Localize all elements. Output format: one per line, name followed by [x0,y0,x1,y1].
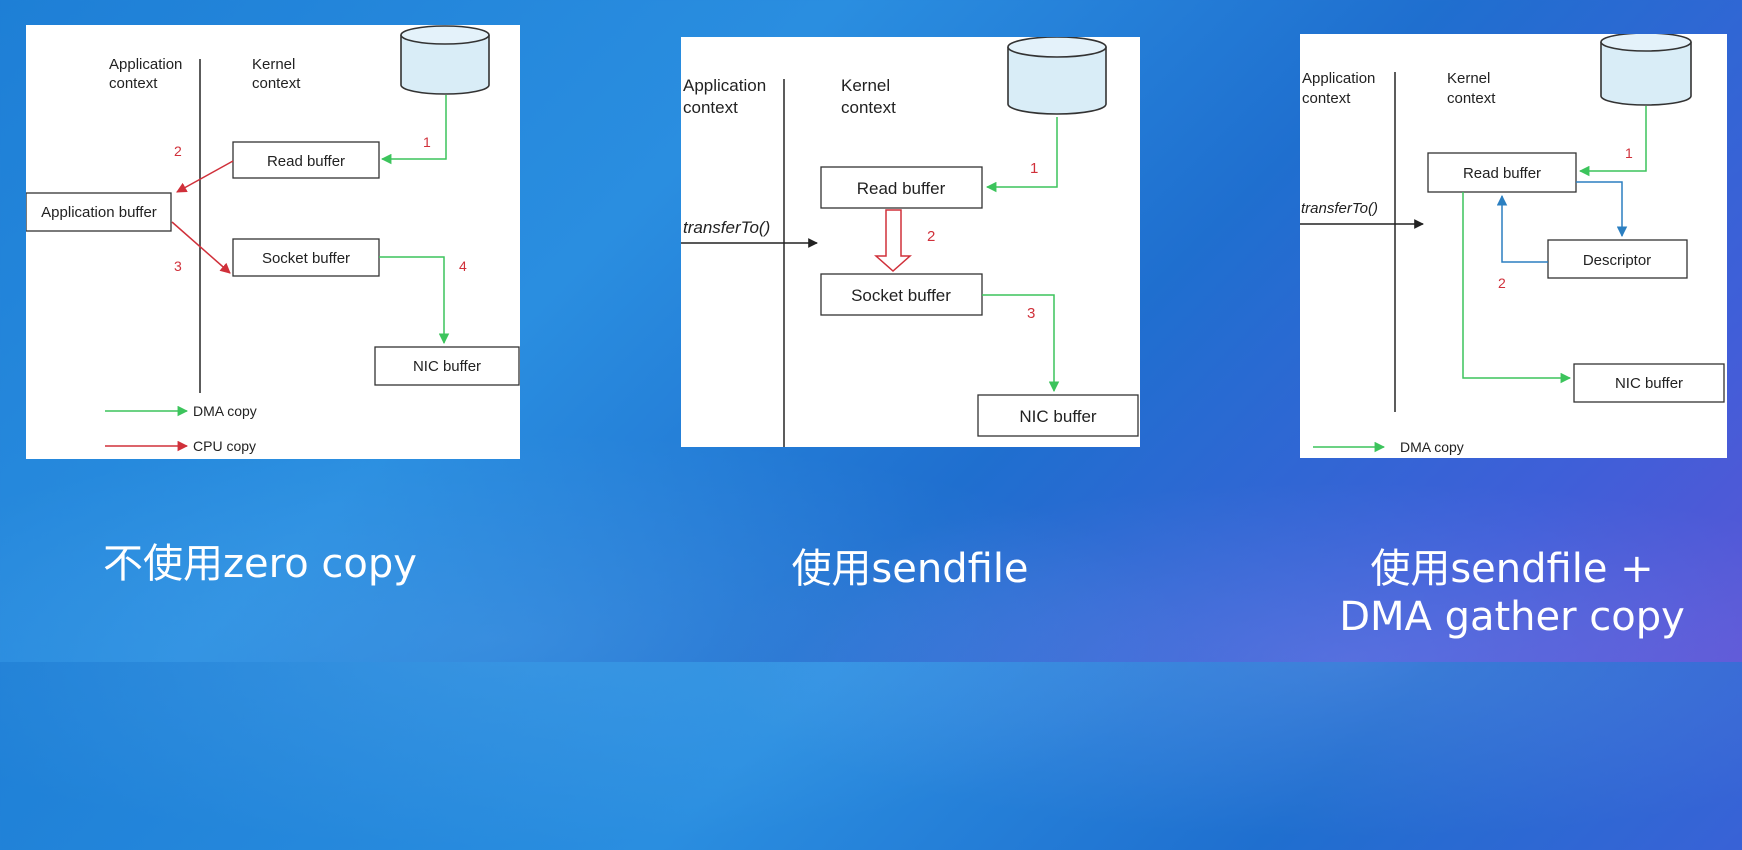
dma-copy-arrow [1462,192,1572,384]
legend-dma-label: DMA copy [1400,439,1464,455]
kernel-context-label: context [1447,90,1496,107]
read-buffer-label: Read buffer [857,179,946,198]
read-buffer-box [1427,152,1577,193]
descriptor-arrow [1576,181,1628,238]
sendfile-gather-svg: Application context Kernel context trans… [1300,34,1725,455]
caption-traditional: 不使用zero copy [103,541,417,587]
read-buffer-box [232,141,380,179]
kernel-context-label: Kernel [1447,70,1490,87]
socket-buffer-label: Socket buffer [262,250,350,267]
kernel-context-label: Kernel [252,56,295,73]
caption-sendfile-gather: 使用sendfile + DMA gather copy [1312,545,1712,641]
step-number: 3 [174,258,182,274]
dma-copy-arrow [379,256,450,345]
step-number: 4 [459,258,467,274]
socket-buffer-box [232,238,380,277]
step-number: 1 [1030,160,1038,177]
descriptor-arrow [1496,194,1548,263]
transferto-call-label: transferTo() [683,218,770,237]
caption-line: DMA gather copy [1339,594,1685,640]
caption-line: 使用sendfile + [1370,546,1654,592]
nic-buffer-label: NIC buffer [1019,407,1097,426]
application-buffer-box [26,192,172,232]
dma-copy-arrow [380,95,447,165]
socket-buffer-box [820,273,983,316]
diagram-sendfile: Application context Kernel context trans… [681,37,1140,447]
nic-buffer-box [1573,363,1725,403]
nic-buffer-label: NIC buffer [413,358,481,375]
traditional-copy-svg: Application context Kernel context Read … [26,25,520,454]
nic-buffer-box [977,394,1139,437]
dma-copy-arrow [1578,106,1647,177]
kernel-context-label: context [252,75,301,92]
sendfile-svg: Application context Kernel context trans… [681,37,1139,447]
read-buffer-box [820,166,983,209]
step-number: 2 [1498,275,1506,291]
disk-icon [1007,37,1107,115]
read-buffer-label: Read buffer [267,153,345,170]
dma-copy-arrow [985,117,1058,193]
dma-copy-arrow [982,294,1060,393]
diagram-sendfile-gather: Application context Kernel context trans… [1300,34,1727,458]
nic-buffer-box [374,346,520,386]
step-number: 2 [174,143,182,159]
read-buffer-label: Read buffer [1463,165,1541,182]
step-number: 2 [927,228,935,245]
descriptor-label: Descriptor [1583,252,1651,269]
app-context-label: Application [683,76,766,95]
step-number: 3 [1027,305,1035,322]
descriptor-box [1547,239,1688,279]
application-buffer-label: Application buffer [41,204,157,221]
kernel-context-label: context [841,98,896,117]
legend-cpu-label: CPU copy [193,438,256,454]
app-context-label: Application [1302,70,1375,87]
app-context-label: context [683,98,738,117]
cpu-copy-arrow [176,160,234,193]
disk-icon [400,25,490,95]
app-context-label: Application [109,56,182,73]
step-number: 1 [423,134,431,150]
kernel-context-label: Kernel [841,76,890,95]
nic-buffer-label: NIC buffer [1615,375,1683,392]
app-context-label: context [109,75,158,92]
app-context-label: context [1302,90,1351,107]
cpu-copy-arrow [171,221,231,274]
disk-icon [1600,34,1692,106]
diagram-traditional-copy: Application context Kernel context Read … [26,25,520,459]
legend-dma-label: DMA copy [193,403,257,419]
caption-sendfile: 使用sendfile [791,546,1029,592]
transferto-call-label: transferTo() [1301,200,1378,217]
step-number: 1 [1625,145,1633,161]
socket-buffer-label: Socket buffer [851,286,951,305]
cpu-copy-hollow-arrow [874,209,912,273]
